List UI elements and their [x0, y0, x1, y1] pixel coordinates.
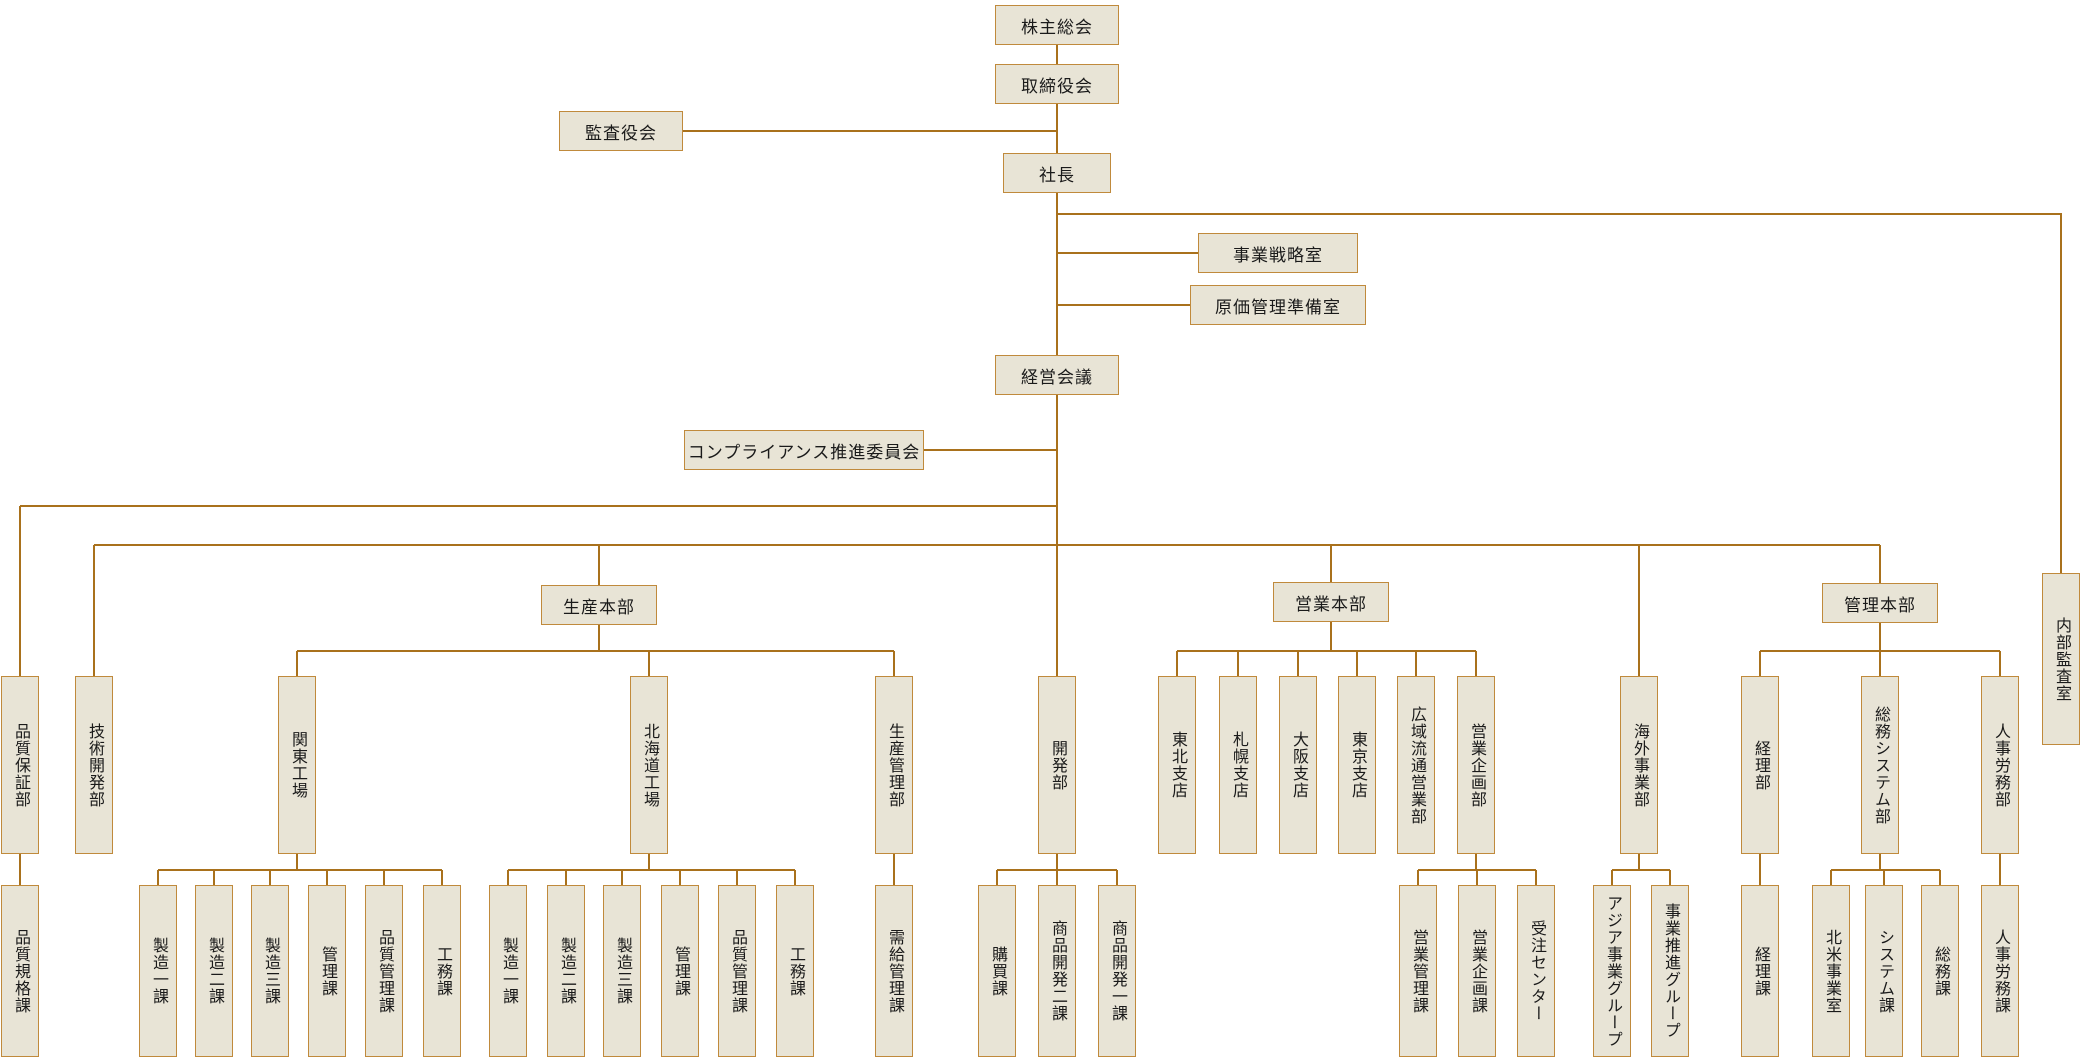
node-internal-audit-office: 内部監査室 — [2042, 573, 2080, 745]
node-general-affairs-systems-dept: 総務システム部 — [1861, 676, 1899, 854]
node-sales-branch-2: 札幌支店 — [1219, 676, 1257, 854]
node-hokkaido-section-2: 製造二課 — [547, 885, 585, 1057]
node-quality-standards-section: 品質規格課 — [1, 885, 39, 1057]
node-development-dept: 開発部 — [1038, 676, 1076, 854]
node-supply-demand-section: 需給管理課 — [875, 885, 913, 1057]
node-wide-area-distribution-sales-dept: 広域流通営業部 — [1397, 676, 1435, 854]
node-hokkaido-section-4: 管理課 — [661, 885, 699, 1057]
node-sales-branch-3: 大阪支店 — [1279, 676, 1317, 854]
node-sales-branch-1: 東北支店 — [1158, 676, 1196, 854]
node-asia-business-group: アジア事業グループ — [1593, 885, 1631, 1057]
node-cost-management-prep-office: 原価管理準備室 — [1190, 285, 1366, 325]
node-kanto-section-3: 製造三課 — [251, 885, 289, 1057]
node-systems-section: システム課 — [1865, 885, 1903, 1057]
node-quality-assurance-dept: 品質保証部 — [1, 676, 39, 854]
node-admin-hq: 管理本部 — [1822, 583, 1938, 623]
node-sales-planning-section-1: 営業管理課 — [1399, 885, 1437, 1057]
node-hokkaido-section-6: 工務課 — [776, 885, 814, 1057]
node-sales-branch-4: 東京支店 — [1338, 676, 1376, 854]
node-hr-labor-dept: 人事労務部 — [1981, 676, 2019, 854]
node-kanto-section-6: 工務課 — [423, 885, 461, 1057]
node-hokkaido-plant: 北海道工場 — [630, 676, 668, 854]
node-sales-planning-section-2: 営業企画課 — [1458, 885, 1496, 1057]
node-hokkaido-section-5: 品質管理課 — [718, 885, 756, 1057]
node-kanto-section-5: 品質管理課 — [365, 885, 403, 1057]
node-development-section-1: 購買課 — [978, 885, 1016, 1057]
node-production-hq: 生産本部 — [541, 585, 657, 625]
node-board-of-directors: 取締役会 — [995, 64, 1119, 104]
node-business-promotion-group: 事業推進グループ — [1651, 885, 1689, 1057]
node-hokkaido-section-1: 製造一課 — [489, 885, 527, 1057]
node-president: 社長 — [1003, 153, 1111, 193]
node-development-section-3: 商品開発一課 — [1098, 885, 1136, 1057]
node-north-america-business-office: 北米事業室 — [1812, 885, 1850, 1057]
node-kanto-section-4: 管理課 — [308, 885, 346, 1057]
node-board-of-auditors: 監査役会 — [559, 111, 683, 151]
node-technology-development-dept: 技術開発部 — [75, 676, 113, 854]
node-management-council: 経営会議 — [995, 355, 1119, 395]
node-accounting-dept: 経理部 — [1741, 676, 1779, 854]
node-hr-labor-section: 人事労務課 — [1981, 885, 2019, 1057]
node-compliance-committee: コンプライアンス推進委員会 — [684, 430, 924, 470]
node-production-management-dept: 生産管理部 — [875, 676, 913, 854]
node-accounting-section: 経理課 — [1741, 885, 1779, 1057]
node-order-center: 受注センター — [1517, 885, 1555, 1057]
node-sales-planning-dept: 営業企画部 — [1457, 676, 1495, 854]
node-hokkaido-section-3: 製造三課 — [603, 885, 641, 1057]
node-sales-hq: 営業本部 — [1273, 582, 1389, 622]
node-general-affairs-section: 総務課 — [1921, 885, 1959, 1057]
node-kanto-plant: 関東工場 — [278, 676, 316, 854]
node-business-strategy-office: 事業戦略室 — [1198, 233, 1358, 273]
node-overseas-business-dept: 海外事業部 — [1620, 676, 1658, 854]
node-kanto-section-2: 製造二課 — [195, 885, 233, 1057]
node-development-section-2: 商品開発二課 — [1038, 885, 1076, 1057]
node-shareholders-meeting: 株主総会 — [995, 5, 1119, 45]
node-kanto-section-1: 製造一課 — [139, 885, 177, 1057]
